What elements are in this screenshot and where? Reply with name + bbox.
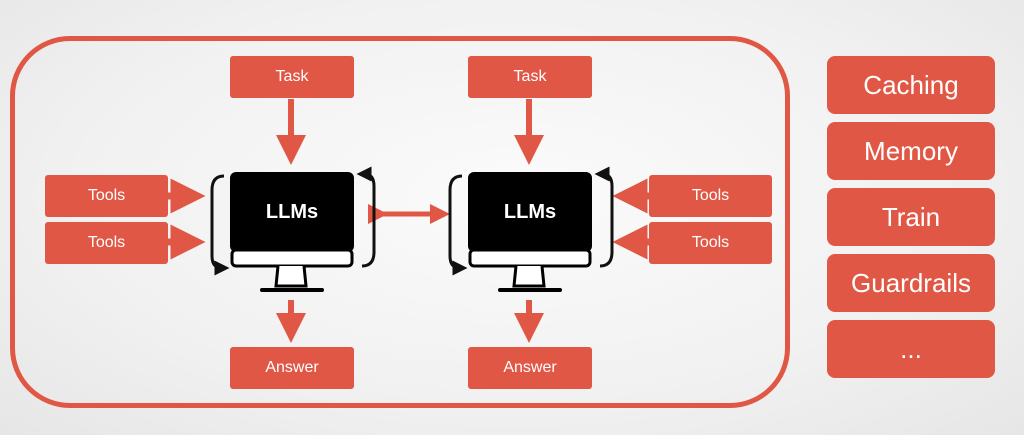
tools-box-left-1: Tools: [45, 175, 168, 217]
answer-box-left: Answer: [230, 347, 354, 389]
task-box-right: Task: [468, 56, 592, 98]
tools-box-right-2: Tools: [649, 222, 772, 264]
side-item-train: Train: [827, 188, 995, 246]
tools-box-left-2: Tools: [45, 222, 168, 264]
side-item-guardrails: Guardrails: [827, 254, 995, 312]
tools-box-right-1: Tools: [649, 175, 772, 217]
side-item-memory: Memory: [827, 122, 995, 180]
side-item-caching: Caching: [827, 56, 995, 114]
llm-label-left: LLMs: [265, 200, 319, 223]
monitor-icon-right: [468, 172, 592, 292]
refresh-bracket-icon-left: [210, 166, 376, 276]
side-item-more: ...: [827, 320, 995, 378]
multi-agent-frame: [10, 36, 790, 408]
task-box-left: Task: [230, 56, 354, 98]
monitor-icon-left: [230, 172, 354, 292]
answer-box-right: Answer: [468, 347, 592, 389]
refresh-bracket-icon-right: [448, 166, 614, 276]
llm-label-right: LLMs: [503, 200, 557, 223]
